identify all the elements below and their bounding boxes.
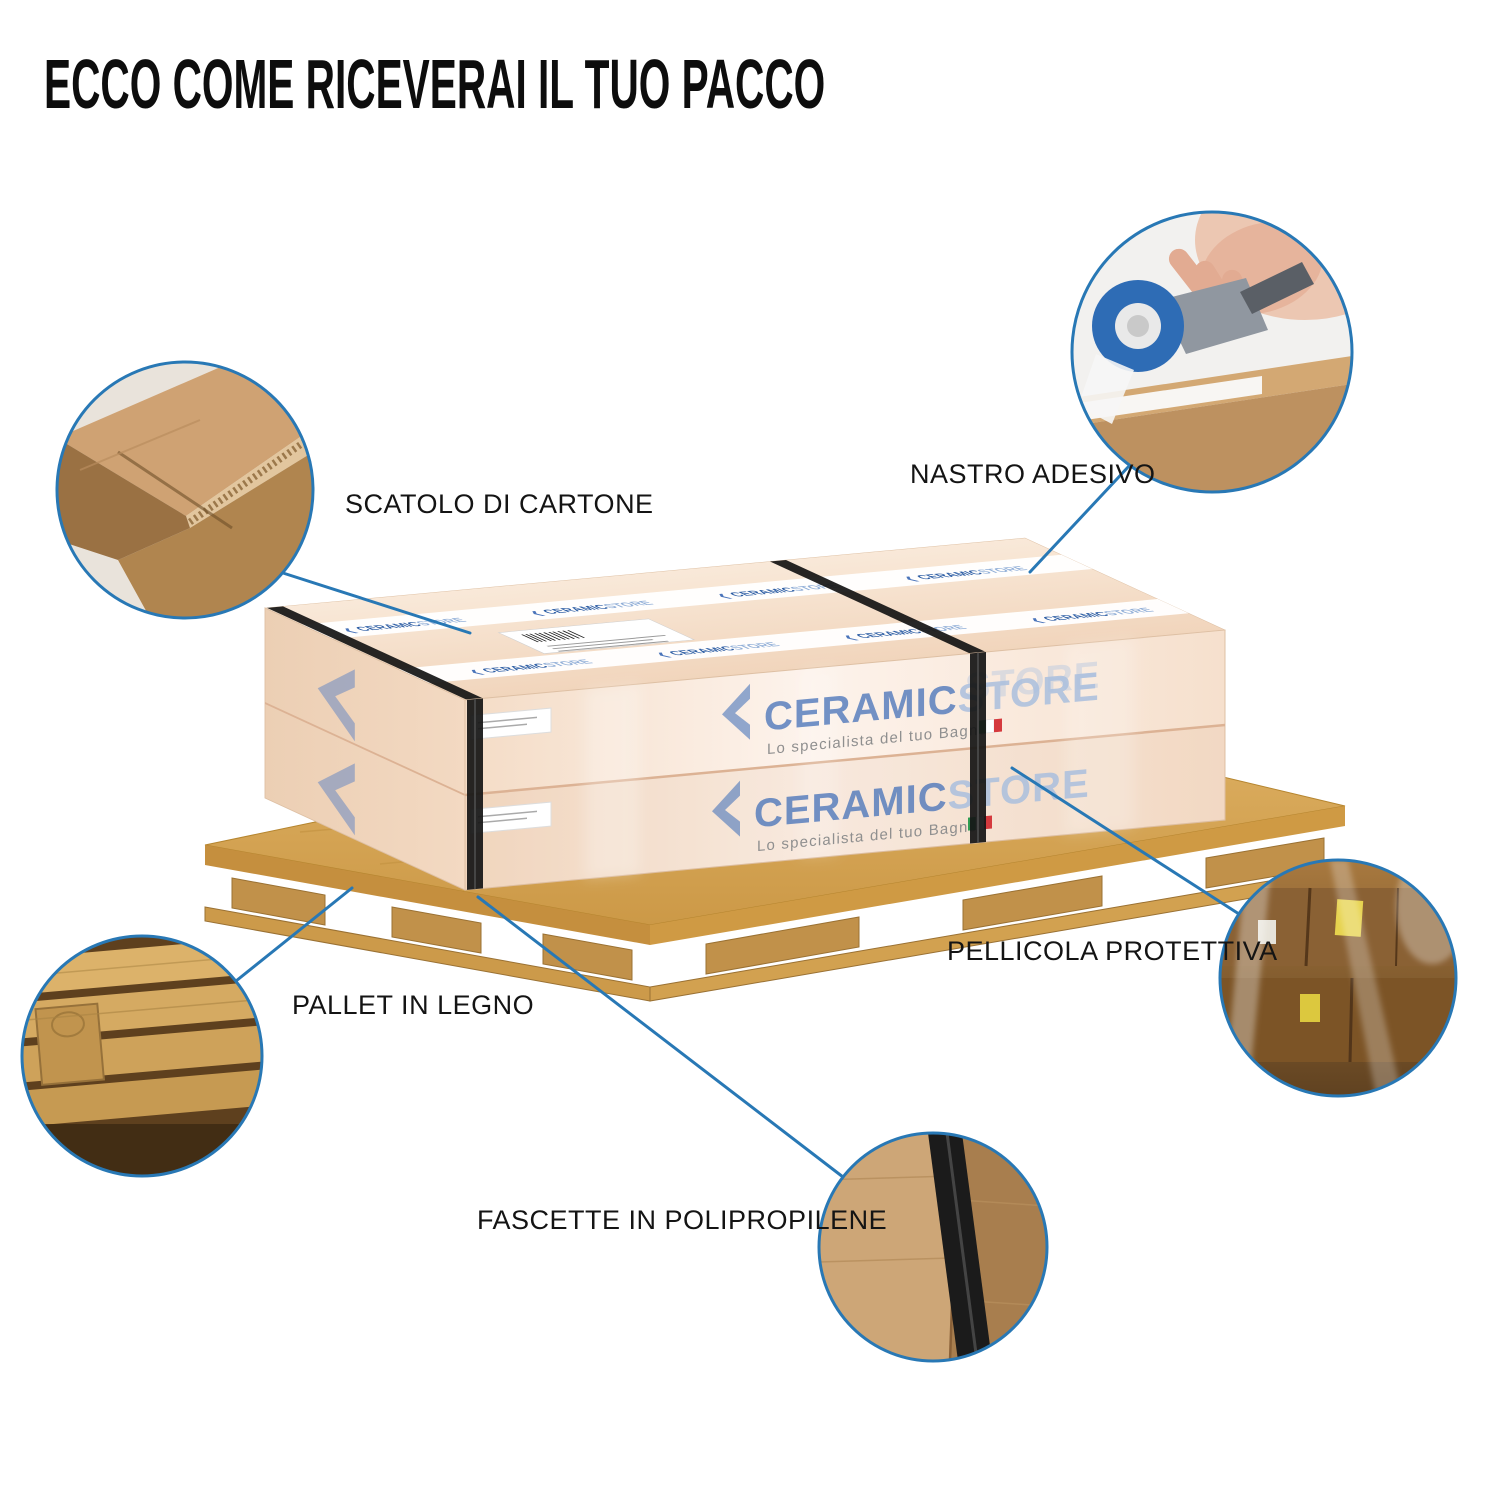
circle-border [1218, 858, 1458, 1098]
adhesive-tape-strip [397, 599, 1189, 684]
box-top-face [264, 537, 1226, 701]
circle-border [55, 360, 315, 620]
circle-border [1070, 210, 1354, 494]
pallet-deck-edge-right [650, 806, 1345, 945]
connector-pallet [234, 886, 354, 983]
connector-pellicola [1010, 766, 1241, 916]
circle-border [20, 934, 264, 1178]
strap-top-left [267, 606, 483, 700]
callout-circle-pellicola-protettiva [1218, 858, 1458, 1098]
callout-label-nastro-adesivo: NASTRO ADESIVO [910, 459, 1156, 489]
tape-dispenser-photo [1072, 212, 1352, 492]
circle-border [817, 1131, 1049, 1363]
barcode [521, 630, 586, 643]
box-end-face [264, 607, 466, 891]
wooden-pallet-photo [22, 936, 262, 1176]
pallet-blocks [231, 837, 1325, 981]
connector-nastro [1028, 463, 1132, 574]
label-text-lines [546, 634, 670, 652]
callout-circle-pallet-in-legno [20, 934, 264, 1178]
pallet-deck-edge-left [205, 845, 650, 945]
page-title: ECCO COME RICEVERAI IL TUO PACCO [44, 45, 826, 123]
connector-lines [234, 463, 1241, 1179]
connector-scatolo [281, 571, 472, 635]
callout-circle-scatolo-di-cartone [55, 360, 315, 620]
package-box: STORE [264, 537, 1226, 891]
strap-closeup-photo [819, 1133, 1047, 1361]
box-seam [265, 702, 465, 796]
callout-label-pallet-in-legno: PALLET IN LEGNO [292, 990, 535, 1020]
callout-circle-nastro-adesivo [1070, 210, 1354, 494]
shipping-label [497, 618, 696, 654]
callout-label-fascette-in-polipropilene: FASCETTE IN POLIPROPILENE [477, 1205, 888, 1235]
cardboard-closeup-photo [57, 362, 313, 618]
adhesive-tape-strip [301, 554, 1093, 639]
connector-fascette [476, 895, 845, 1179]
callout-label-pellicola-protettiva: PELLICOLA PROTETTIVA [947, 936, 1278, 966]
callout-circle-fascette-in-polipropilene [817, 1131, 1049, 1363]
strap-top-right [770, 560, 986, 654]
callout-label-scatolo-di-cartone: SCATOLO DI CARTONE [345, 489, 654, 519]
box-front-face: STORE [464, 629, 1226, 891]
